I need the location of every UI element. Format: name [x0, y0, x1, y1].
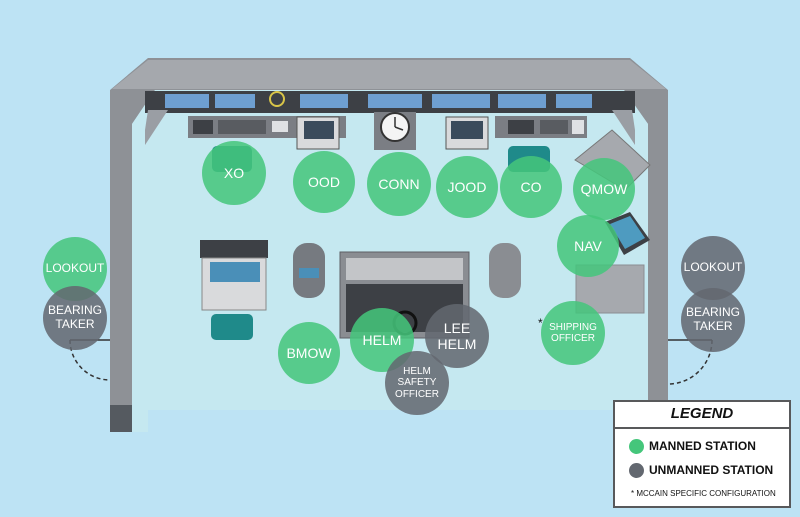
station-lee-helm: LEE HELM: [425, 304, 489, 368]
port-corner-console: [145, 110, 168, 145]
stbd-corner-console: [612, 110, 635, 145]
station-ood: OOD: [293, 151, 355, 213]
bridge-wall-top-cap: [112, 60, 666, 89]
window-light-icon: [269, 91, 285, 107]
station-helm-safety-officer: HELM SAFETY OFFICER: [385, 351, 449, 415]
legend-unmanned-label: UNMANNED STATION: [649, 463, 774, 477]
station-jood: JOOD: [436, 156, 498, 218]
station-xo: XO: [202, 141, 266, 205]
legend-unmanned-swatch: [629, 463, 644, 478]
station-lookout-port: LOOKOUT: [43, 237, 107, 301]
radar-console: [200, 240, 268, 258]
legend-title: LEGEND: [670, 405, 734, 422]
radar-chair: [211, 314, 253, 340]
station-co: CO: [500, 156, 562, 218]
legend-divider: [615, 427, 789, 429]
station-bearing-taker-port: BEARING TAKER: [43, 286, 107, 350]
mccain-config-marker: *: [538, 316, 543, 330]
window-panes: [165, 94, 592, 108]
legend-box: LEGEND MANNED STATION UNMANNED STATION *…: [613, 400, 791, 508]
station-nav: NAV: [557, 215, 619, 277]
station-conn: CONN: [367, 152, 431, 216]
station-bearing-taker-stbd: BEARING TAKER: [681, 288, 745, 352]
station-qmow: QMOW: [573, 158, 635, 220]
legend-note: * MCCAIN SPECIFIC CONFIGURATION: [631, 489, 776, 498]
legend-manned-label: MANNED STATION: [649, 439, 756, 453]
legend-manned-swatch: [629, 439, 644, 454]
station-shipping-officer: SHIPPING OFFICER: [541, 301, 605, 365]
station-bmow: BMOW: [278, 322, 340, 384]
stbd-cylinder: [489, 243, 521, 298]
